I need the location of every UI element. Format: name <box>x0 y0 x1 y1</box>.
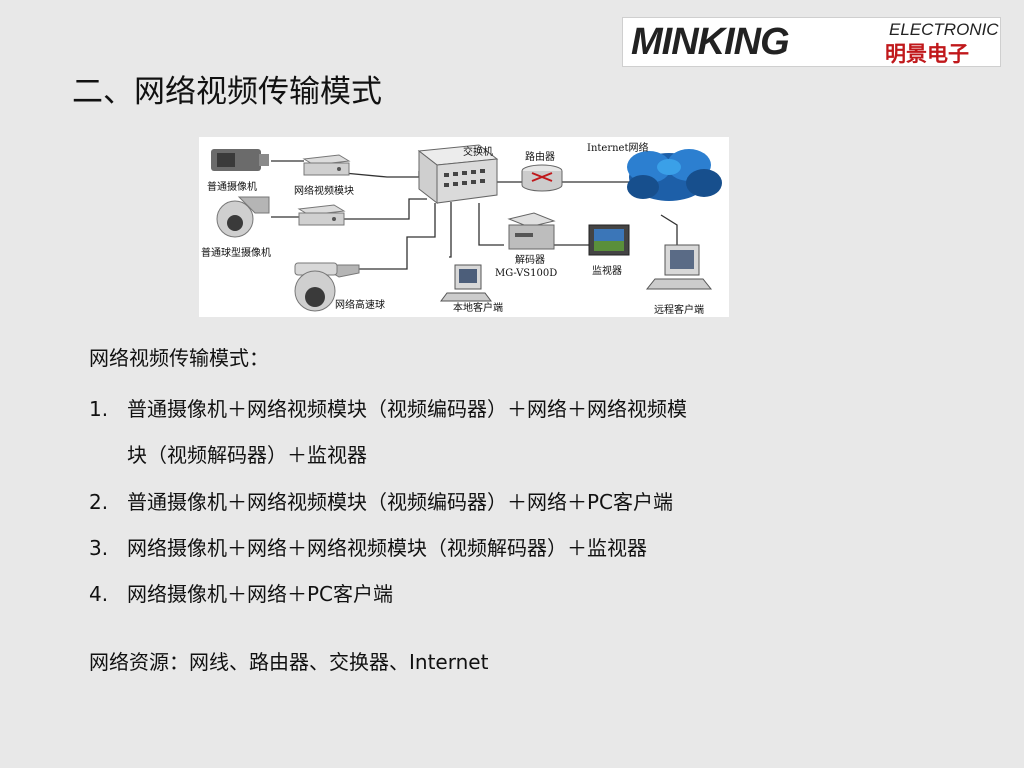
internet-cloud-icon <box>627 149 722 201</box>
video-module-icon <box>302 154 351 176</box>
logo-brand: MINKING <box>631 21 790 63</box>
remote-client-icon <box>645 244 713 290</box>
label-switch: 交换机 <box>463 145 493 158</box>
label-internet: Internet网络 <box>587 141 648 154</box>
camera-icon <box>211 149 269 171</box>
list-item-text: 网络摄像机＋网络＋PC客户端 <box>127 582 394 606</box>
label-video-module: 网络视频模块 <box>294 184 354 197</box>
list-item-text: 普通摄像机＋网络视频模块（视频编码器）＋网络＋PC客户端 <box>127 490 674 514</box>
connection-lines <box>271 160 678 270</box>
label-remote-client: 远程客户端 <box>654 303 704 316</box>
list-item-number: 4. <box>89 582 109 606</box>
logo-sub-en: ELECTRONIC <box>889 20 999 39</box>
list-item-number: 3. <box>89 536 109 560</box>
list-item-number: 2. <box>89 490 109 514</box>
company-logo: MINKING ELECTRONIC 明景电子 <box>622 17 1001 67</box>
list-item-number: 1. <box>89 397 109 421</box>
label-router: 路由器 <box>525 150 555 163</box>
decoder-icon <box>507 212 556 250</box>
network-resources: 网络资源：网线、路由器、交换器、Internet <box>89 650 489 674</box>
label-decoder-line2: MG-VS100D <box>495 268 557 279</box>
video-module-icon-2 <box>297 204 346 226</box>
logo-sub-cn: 明景电子 <box>885 42 969 66</box>
local-client-icon <box>440 264 492 302</box>
list-item-text: 块（视频解码器）＋监视器 <box>127 443 367 467</box>
body-heading: 网络视频传输模式： <box>89 346 269 370</box>
network-diagram: 普通摄像机 普通球型摄像机 网络高速球 网络视频模块 <box>199 137 729 317</box>
monitor-icon <box>588 224 630 256</box>
page-title: 二、网络视频传输模式 <box>72 74 382 110</box>
label-camera: 普通摄像机 <box>207 180 257 193</box>
switch-icon <box>417 144 499 205</box>
label-local-client: 本地客户端 <box>453 301 503 314</box>
router-icon <box>521 164 563 192</box>
network-diagram-svg: 普通摄像机 普通球型摄像机 网络高速球 网络视频模块 <box>201 141 722 316</box>
label-speed-dome: 网络高速球 <box>335 298 385 311</box>
list-item-text: 普通摄像机＋网络视频模块（视频编码器）＋网络＋网络视频模 <box>127 397 687 421</box>
label-decoder-line1: 解码器 <box>515 253 545 266</box>
dome-camera-icon <box>216 196 270 238</box>
list-item-text: 网络摄像机＋网络＋网络视频模块（视频解码器）＋监视器 <box>127 536 647 560</box>
speed-dome-icon <box>294 262 360 312</box>
label-monitor: 监视器 <box>592 264 622 277</box>
label-dome-camera: 普通球型摄像机 <box>201 246 271 259</box>
